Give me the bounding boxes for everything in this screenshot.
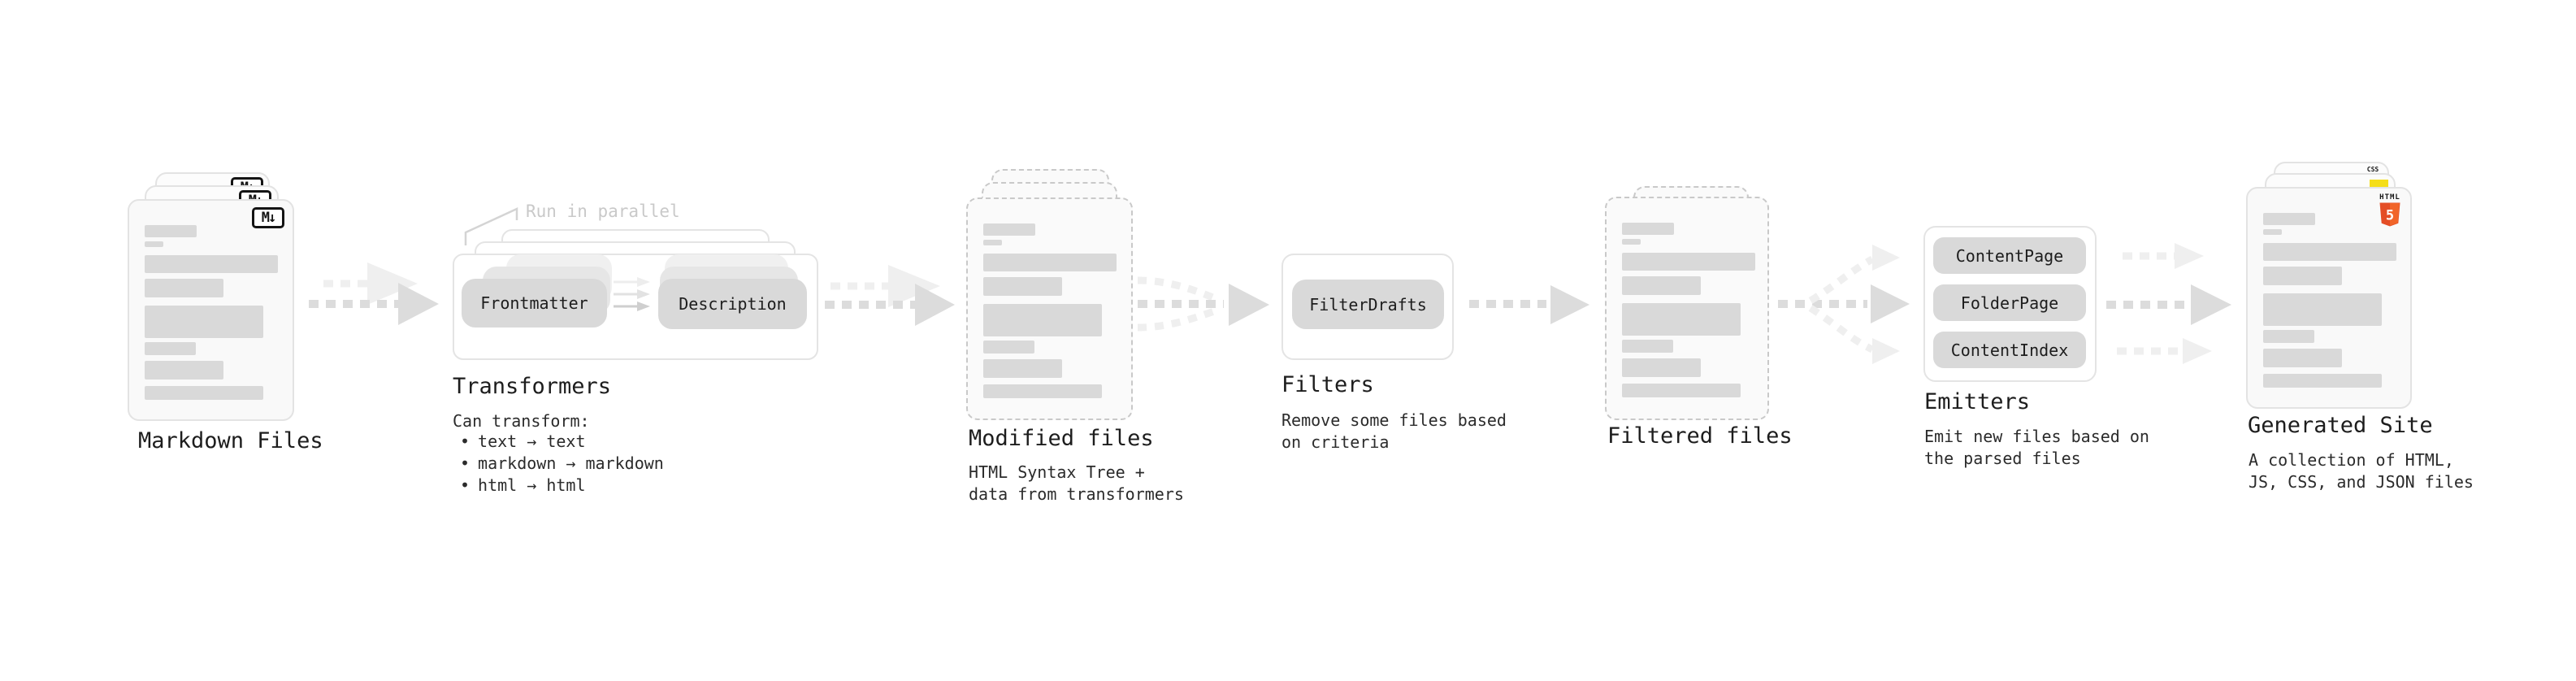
transform-capabilities-list: text → text markdown → markdown html → h… bbox=[460, 431, 664, 497]
text-line-placeholder bbox=[2263, 229, 2282, 235]
arrow-modified-to-filters-merge bbox=[1137, 276, 1269, 332]
description-line: HTML Syntax Tree + bbox=[969, 462, 1145, 482]
markdown-files-label: Markdown Files bbox=[138, 428, 323, 453]
arrow-filtered-to-emitters-split bbox=[1778, 245, 1910, 364]
filtered-files-label: Filtered files bbox=[1607, 423, 1793, 449]
description-line: data from transformers bbox=[969, 484, 1184, 504]
filters-title: Filters bbox=[1281, 372, 1374, 397]
description-line: the parsed files bbox=[1924, 449, 2081, 468]
filters-description: Remove some files based on criteria bbox=[1281, 410, 1507, 453]
text-line-placeholder bbox=[983, 384, 1102, 398]
text-line-placeholder bbox=[145, 225, 197, 237]
generated-site-label: Generated Site bbox=[2248, 413, 2433, 438]
text-line-placeholder bbox=[2263, 349, 2342, 367]
description-line: Remove some files based bbox=[1281, 410, 1507, 430]
text-line-placeholder bbox=[2263, 374, 2382, 388]
text-line-placeholder bbox=[1622, 384, 1741, 397]
description-line: on criteria bbox=[1281, 432, 1390, 452]
emitter-content-page-pill: ContentPage bbox=[1933, 237, 2086, 274]
text-line-placeholder bbox=[983, 223, 1035, 236]
text-line-placeholder bbox=[1622, 239, 1641, 245]
arrow-emitters-to-generated bbox=[2106, 243, 2231, 364]
text-line-placeholder bbox=[145, 361, 223, 380]
html5-icon: HTML 5 bbox=[2377, 193, 2403, 228]
description-line: A collection of HTML, bbox=[2249, 450, 2454, 470]
modified-files-label: Modified files bbox=[969, 426, 1154, 451]
description-line: Emit new files based on bbox=[1924, 427, 2149, 446]
emitters-title: Emitters bbox=[1924, 389, 2031, 414]
text-line-placeholder bbox=[1622, 358, 1701, 377]
markdown-icon: M↓ bbox=[252, 207, 284, 228]
transform-capability: text → text bbox=[460, 431, 664, 453]
text-line-placeholder bbox=[983, 304, 1102, 336]
emitter-folder-page-pill: FolderPage bbox=[1933, 284, 2086, 321]
text-line-placeholder bbox=[1622, 253, 1755, 271]
description-line: JS, CSS, and JSON files bbox=[2249, 472, 2474, 492]
text-line-placeholder bbox=[145, 306, 263, 338]
transformers-title: Transformers bbox=[453, 374, 612, 399]
emitter-content-index-pill: ContentIndex bbox=[1933, 332, 2086, 368]
text-line-placeholder bbox=[1622, 276, 1701, 295]
text-line-placeholder bbox=[1622, 303, 1741, 336]
text-line-placeholder bbox=[2263, 330, 2314, 343]
text-line-placeholder bbox=[145, 386, 263, 400]
filtered-doc-front bbox=[1605, 197, 1769, 420]
run-in-parallel-annotation: Run in parallel bbox=[526, 202, 680, 221]
text-line-placeholder bbox=[2263, 267, 2342, 285]
text-line-placeholder bbox=[1622, 340, 1673, 353]
filter-drafts-pill: FilterDrafts bbox=[1292, 280, 1444, 329]
text-line-placeholder bbox=[2263, 293, 2382, 326]
transform-capability: html → html bbox=[460, 475, 664, 497]
modified-files-description: HTML Syntax Tree + data from transformer… bbox=[969, 462, 1184, 505]
generated-site-description: A collection of HTML, JS, CSS, and JSON … bbox=[2249, 449, 2474, 493]
text-line-placeholder bbox=[983, 359, 1062, 378]
arrow-markdown-to-transformers bbox=[309, 262, 439, 325]
text-line-placeholder bbox=[145, 241, 163, 247]
markdown-doc-front: M↓ bbox=[128, 199, 294, 421]
arrow-transformers-to-modified bbox=[825, 265, 955, 326]
text-line-placeholder bbox=[983, 277, 1062, 296]
transformer-frontmatter-pill: Frontmatter bbox=[462, 279, 607, 327]
transformer-description-pill: Description bbox=[658, 279, 807, 329]
text-line-placeholder bbox=[983, 254, 1117, 271]
css-icon-text: CSS bbox=[2366, 166, 2379, 173]
text-line-placeholder bbox=[145, 279, 223, 297]
html5-icon-text: HTML bbox=[2379, 193, 2400, 202]
text-line-placeholder bbox=[2263, 243, 2396, 261]
text-line-placeholder bbox=[145, 255, 278, 273]
text-line-placeholder bbox=[1622, 223, 1674, 235]
emitters-description: Emit new files based on the parsed files bbox=[1924, 426, 2149, 470]
svg-text:5: 5 bbox=[2386, 208, 2394, 224]
generated-doc-html: HTML 5 bbox=[2246, 187, 2412, 409]
text-line-placeholder bbox=[983, 240, 1002, 245]
transform-capability: markdown → markdown bbox=[460, 453, 664, 475]
html5-shield: 5 bbox=[2379, 202, 2400, 227]
text-line-placeholder bbox=[983, 340, 1034, 354]
modified-doc-front bbox=[966, 197, 1133, 420]
text-line-placeholder bbox=[145, 342, 196, 355]
arrow-filters-to-filtered bbox=[1469, 285, 1589, 324]
transformers-desc-heading: Can transform: bbox=[453, 411, 590, 431]
text-line-placeholder bbox=[2263, 213, 2315, 225]
